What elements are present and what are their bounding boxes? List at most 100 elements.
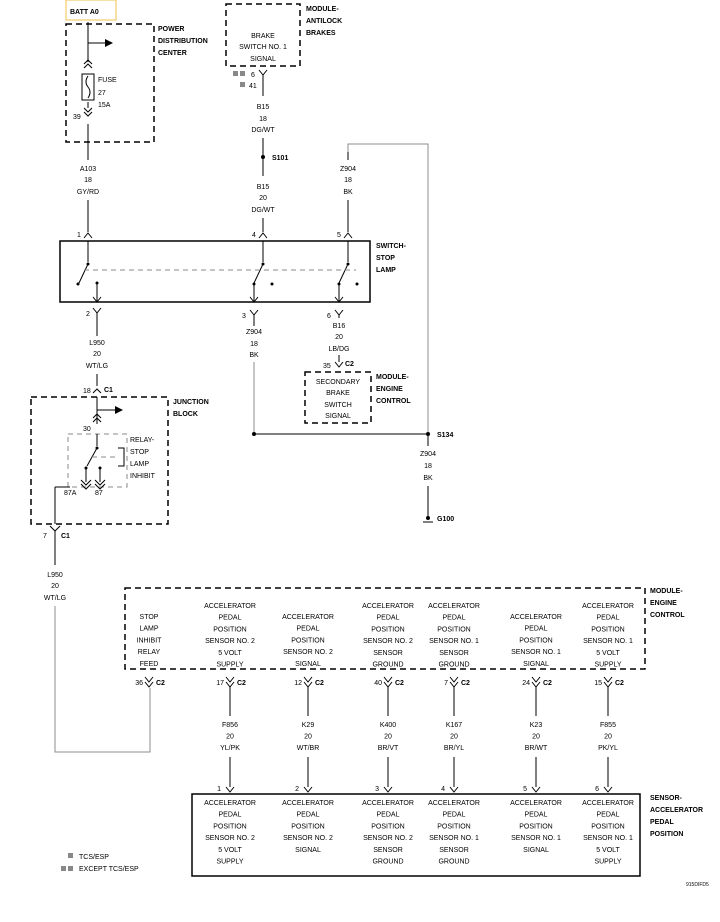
app-sensor-col-5-line-2: PEDAL [525,812,548,819]
app-sensor-col-4-line-5: SENSOR [439,847,469,854]
wire-b15b-circuit: B15 [257,184,270,191]
app-sensor-pin-4: 4 [441,786,445,793]
ecm-bottom-col-7-line-5: 5 VOLT [596,650,620,657]
app-sensor-box [191,793,641,877]
abs-title-2: ANTILOCK [306,18,342,25]
pdc-title-3: CENTER [158,50,187,57]
app-wire-2-gauge: 20 [304,734,312,741]
ecm-bottom-col-5-line-6: GROUND [438,662,469,669]
app-sensor-terminal-3 [383,786,393,793]
app-wire-5-gauge: 20 [532,734,540,741]
ecm-bottom-conn-6: C2 [543,680,552,687]
wire-z904a: Z904 18 BK [340,143,429,432]
abs-title-3: BRAKES [306,30,336,37]
wire-z904a-gauge: 18 [344,177,352,184]
ecm-bottom-col-6-line-3: POSITION [519,637,552,644]
ecm-bottom-col-3-line-2: PEDAL [297,626,320,633]
fuse-label: FUSE [98,77,117,84]
wire-l950b-circuit: L950 [47,572,63,579]
ecm-bottom-col-1-line-1: STOP [140,614,159,621]
app-sensor-title-1: SENSOR- [650,795,683,802]
ecm-bottom-col-1-line-5: FEED [140,661,159,668]
ecm-bottom-title-2: ENGINE [650,600,677,607]
ecm-bottom-col-5-line-3: POSITION [437,626,470,633]
ecm-bottom-col-6-line-5: SIGNAL [523,661,549,668]
wire-z904a-circuit: Z904 [340,166,356,173]
ecm-bottom-box [124,587,646,670]
ecm-bottom-col-6-line-4: SENSOR NO. 1 [511,649,561,656]
ecm-bottom-conn-5: C2 [461,680,470,687]
abs-signal-2: SWITCH NO. 1 [239,44,287,51]
ecm-bottom-col-7-line-4: SENSOR NO. 1 [583,638,633,645]
jb-conn-c1-out: C1 [61,533,70,540]
ecm-bottom-col-3-line-4: SENSOR NO. 2 [283,649,333,656]
relay-label-4: INHIBIT [130,473,156,480]
legend-tcs: TCS/ESP [79,854,109,861]
ecm-bottom-title-3: CONTROL [650,612,685,619]
ground-g100-dot [426,516,430,520]
app-sensor-col-6-line-6: SUPPLY [594,859,621,866]
ecm-bottom-col-2-line-3: POSITION [213,626,246,633]
app-sensor-terminal-5 [531,786,541,793]
splice-s101-dot [261,155,265,159]
app-sensor-col-5-line-3: POSITION [519,823,552,830]
pdc-box [65,23,155,143]
fuse-symbol [81,73,95,101]
app-wire-6-circuit: F855 [600,722,616,729]
relay-label-1: RELAY- [130,437,155,444]
app-wires: F85620YL/PK1K2920WT/BR2K40020BR/VT3K1672… [217,687,618,793]
wire-b15b: B15 20 DG/WT [251,184,275,232]
ecm-pin-terminal-7 [603,676,613,683]
switch-title-1: SWITCH- [376,243,407,250]
abs-pin-41: 41 [249,83,257,90]
ecm-bottom-col-1-line-3: INHIBIT [137,637,163,644]
ecm-bottom-col-2-line-2: PEDAL [219,615,242,622]
switch-pin-6: 6 [327,313,331,320]
app-sensor-col-3-line-2: PEDAL [377,812,400,819]
wire-a103: A103 18 GY/RD [77,124,99,232]
ecm-pin-terminal-b-1 [144,681,154,688]
app-sensor-terminal-4 [449,786,459,793]
stop-lamp-switch: 1 4 5 SWITCH- STOP LAMP 2 3 6 [59,232,407,320]
ecm-bottom-labels: STOPLAMPINHIBITRELAYFEEDACCELERATORPEDAL… [137,603,634,669]
app-wire-2-circuit: K29 [302,722,315,729]
switch-pin-5: 5 [337,232,341,239]
app-wire-1-gauge: 20 [226,734,234,741]
app-sensor-terminal-6 [603,786,613,793]
ecm-pin-terminal-3 [303,676,313,683]
app-wire-4-color: BR/YL [444,745,464,752]
figure-id: 915DIFD5 [686,882,709,888]
ecm-bottom-col-7-line-1: ACCELERATOR [582,603,634,610]
ecm-bottom-conn-4: C2 [395,680,404,687]
pdc-title-1: POWER [158,26,184,33]
jb-conn-c1-in: C1 [104,387,113,394]
ecm-bottom-col-4-line-6: GROUND [372,662,403,669]
ecm-pin-terminal-5 [449,676,459,683]
ecm-bottom-col-5-line-1: ACCELERATOR [428,603,480,610]
batt-label: BATT A0 [70,9,99,16]
ecm-top-title-2: ENGINE [376,386,403,393]
wire-z904b: Z904 18 BK S134 [246,315,453,439]
app-sensor-col-3-line-6: GROUND [372,859,403,866]
ecm-bottom-col-1-line-4: RELAY [138,649,161,656]
ecm-pin-terminal-4 [383,676,393,683]
wire-b15b-color: DG/WT [251,207,275,214]
relay-pin-87: 87 [95,490,103,497]
wire-z904c-color: BK [423,475,433,482]
ecm-bottom-col-2-line-4: SENSOR NO. 2 [205,638,255,645]
ecm-pin-terminal-1 [144,676,154,683]
app-sensor-pin-1: 1 [217,786,221,793]
switch-pin-3: 3 [242,313,246,320]
wire-b15b-gauge: 20 [259,195,267,202]
jb-pin-18: 18 [83,388,91,395]
ecm-bottom-col-4-line-1: ACCELERATOR [362,603,414,610]
splice-s134: S134 [437,432,453,439]
relay-pin-87a: 87A [64,490,77,497]
ecm-bottom-col-7-line-6: SUPPLY [594,662,621,669]
app-wire-5-circuit: K23 [530,722,543,729]
ecm-secondary-brake: 35 C2 SECONDARY BRAKE SWITCH SIGNAL MODU… [304,361,411,424]
app-wire-3-color: BR/VT [378,745,399,752]
ecm-bottom-pin-15: 15 [594,680,602,687]
app-sensor-col-6-line-4: SENSOR NO. 1 [583,835,633,842]
